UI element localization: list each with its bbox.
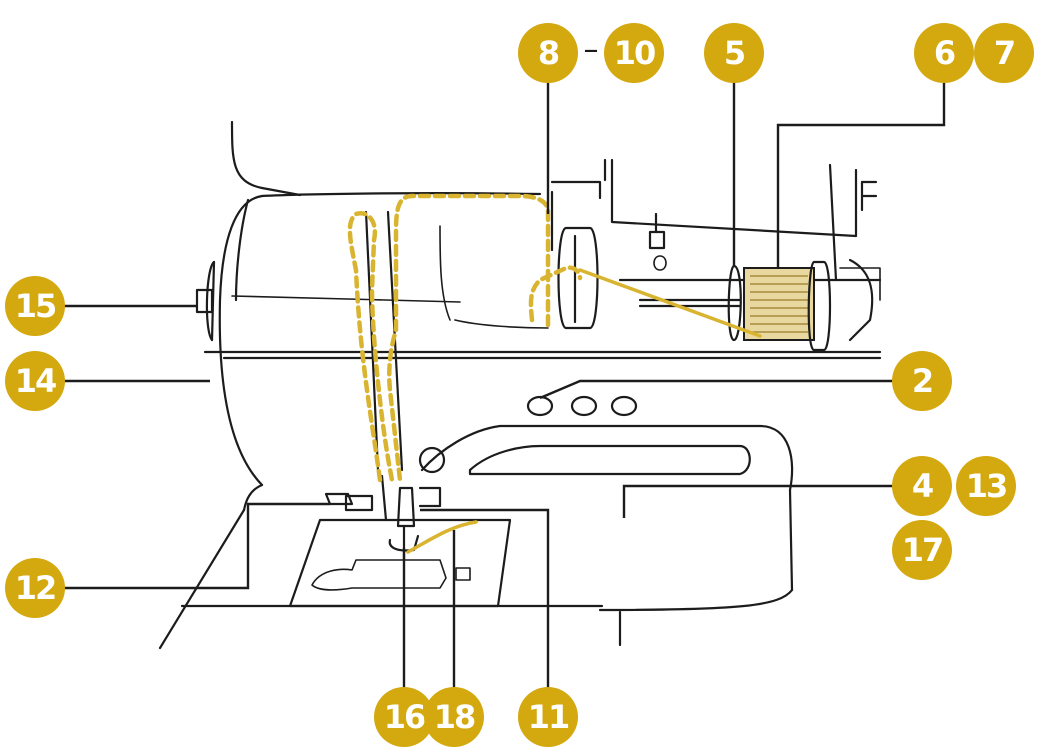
callout-5: 5 bbox=[704, 23, 764, 83]
callout-16-label: 16 bbox=[384, 698, 425, 736]
callout-13-label: 13 bbox=[966, 467, 1007, 505]
thread-route-takeup bbox=[347, 211, 395, 483]
callout-14: 14 bbox=[5, 351, 65, 411]
callout-15-label: 15 bbox=[15, 287, 56, 325]
callout-11: 11 bbox=[518, 687, 578, 747]
thread-from-spool bbox=[578, 268, 762, 338]
leader-4-13-17 bbox=[622, 484, 922, 518]
callout-12: 12 bbox=[5, 558, 65, 618]
callout-7-label: 7 bbox=[994, 34, 1014, 72]
callout-12-label: 12 bbox=[15, 569, 56, 607]
callout-15: 15 bbox=[5, 276, 65, 336]
callout-17: 17 bbox=[892, 520, 952, 580]
thread-to-needle bbox=[406, 520, 478, 554]
callout-4: 4 bbox=[892, 456, 952, 516]
callout-17-label: 17 bbox=[902, 531, 943, 569]
callout-range-separator: – bbox=[584, 33, 599, 68]
sewing-machine-drawing bbox=[158, 120, 882, 650]
upper-thread-path bbox=[347, 193, 762, 554]
callout-16: 16 bbox=[374, 687, 434, 747]
callout-18: 18 bbox=[424, 687, 484, 747]
leader-2 bbox=[539, 379, 922, 400]
callout-8: 8 bbox=[518, 23, 578, 83]
callout-6-label: 6 bbox=[934, 34, 955, 72]
callout-7: 7 bbox=[974, 23, 1034, 83]
callout-2: 2 bbox=[892, 351, 952, 411]
callout-4-label: 4 bbox=[912, 467, 933, 505]
thread-route-upper bbox=[387, 193, 551, 483]
callout-11-label: 11 bbox=[528, 698, 569, 736]
callout-18-label: 18 bbox=[434, 698, 475, 736]
leader-lines bbox=[63, 53, 946, 720]
callout-10: 10 bbox=[604, 23, 664, 83]
callout-13: 13 bbox=[956, 456, 1016, 516]
thread-route-pretension bbox=[528, 265, 583, 323]
callout-6: 6 bbox=[914, 23, 974, 83]
callout-5-label: 5 bbox=[724, 34, 745, 72]
callout-14-label: 14 bbox=[15, 362, 56, 400]
callout-8-label: 8 bbox=[538, 34, 559, 72]
callout-2-label: 2 bbox=[912, 362, 932, 400]
leader-6-7 bbox=[776, 53, 946, 268]
callout-10-label: 10 bbox=[614, 34, 655, 72]
leader-12 bbox=[63, 502, 330, 590]
leader-11 bbox=[420, 508, 550, 720]
